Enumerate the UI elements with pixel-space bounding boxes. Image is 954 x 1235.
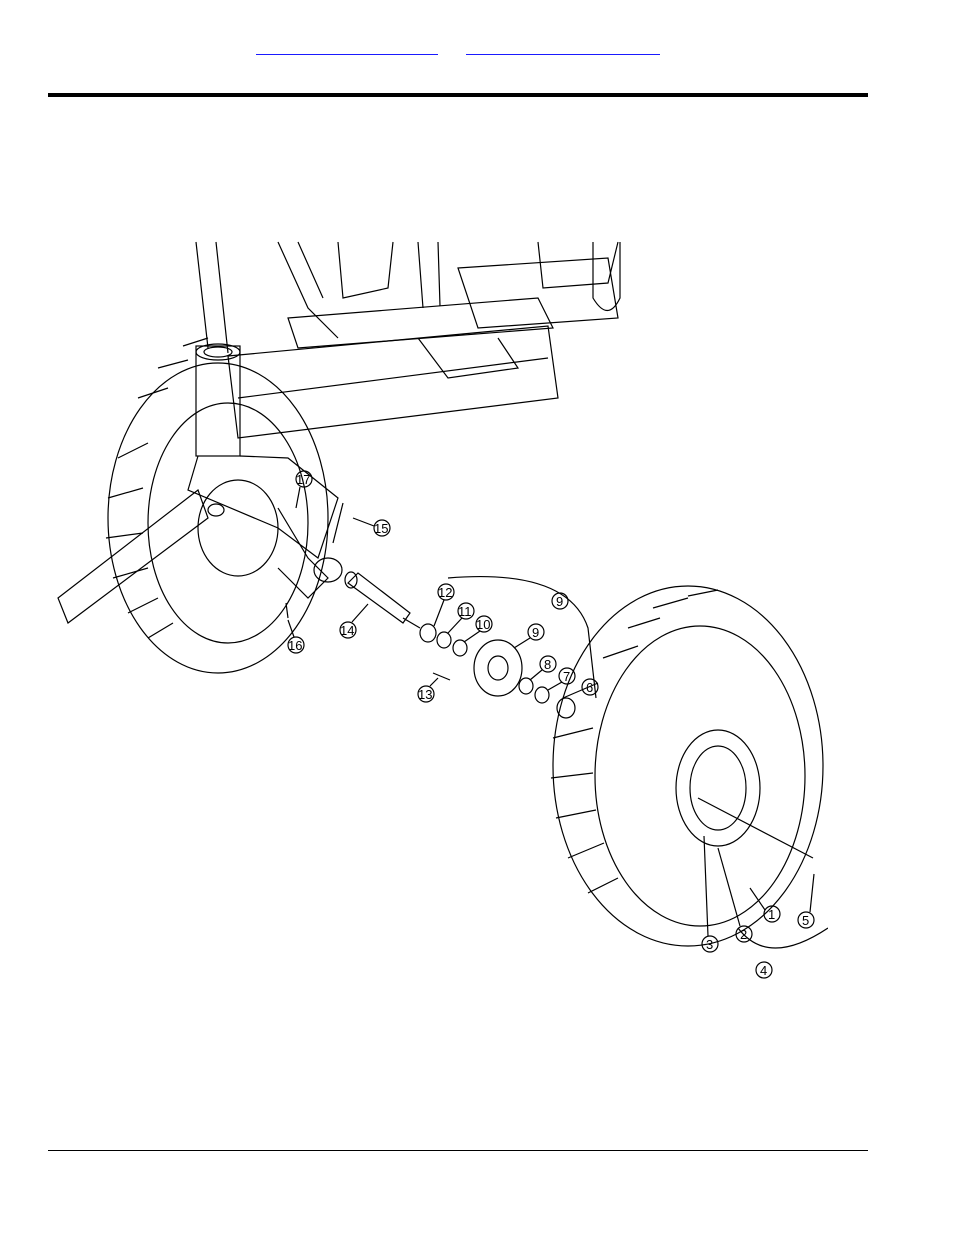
callout-5: 5 [798,874,814,928]
callout-2: 2 [718,848,752,942]
header-rule [48,93,868,97]
callout-14: 14 [340,604,368,638]
callout-8: 8 [530,656,556,680]
callouts: 1 2 3 4 5 6 7 8 9 9 10 11 12 13 14 15 16… [288,471,814,978]
callout-number: 7 [563,669,570,684]
callout-number: 12 [438,585,452,600]
header-links [0,40,954,60]
callout-number: 3 [706,937,713,952]
callout-16: 16 [288,620,304,653]
footer-rule [48,1150,868,1151]
parts-diagram: 1 2 3 4 5 6 7 8 9 9 10 11 12 13 14 15 16… [48,228,828,988]
header-link-1[interactable] [256,40,438,55]
callout-number: 8 [544,657,551,672]
callout-number: 10 [476,617,490,632]
callout-number: 5 [802,913,809,928]
callout-number: 1 [768,907,775,922]
callout-12: 12 [434,584,454,626]
callout-number: 17 [296,472,310,487]
frame-drawing [58,242,620,623]
callout-6: 6 [582,679,598,695]
right-tire-drawing [551,586,828,948]
callout-number: 13 [418,687,432,702]
callout-number: 2 [740,927,747,942]
callout-9b: 9 [552,593,568,609]
callout-10: 10 [464,616,492,642]
callout-number: 14 [340,623,354,638]
callout-4: 4 [756,962,772,978]
callout-number: 6 [586,680,593,695]
callout-number: 16 [288,638,302,653]
callout-15: 15 [353,518,390,536]
callout-11: 11 [448,603,474,633]
callout-3: 3 [702,836,718,952]
callout-number: 15 [374,521,388,536]
left-tire-drawing [106,338,328,673]
callout-9a: 9 [514,624,544,648]
callout-13: 13 [418,678,438,702]
callout-17: 17 [296,471,312,508]
callout-number: 4 [760,963,767,978]
callout-number: 9 [556,594,563,609]
header-link-2[interactable] [466,40,660,55]
callout-number: 9 [532,625,539,640]
callout-number: 11 [458,604,472,619]
hub-assembly-drawing [286,503,596,718]
